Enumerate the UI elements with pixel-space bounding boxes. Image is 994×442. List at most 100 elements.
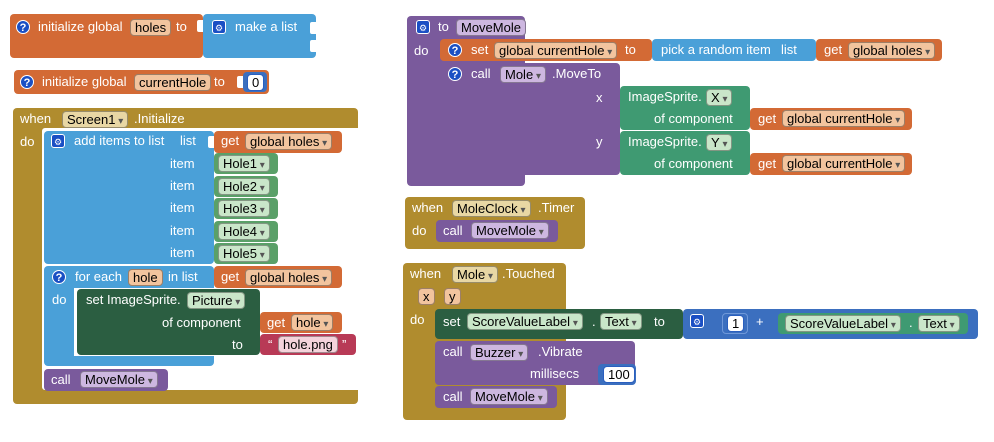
do-label: do	[52, 292, 67, 307]
mutator-gear-icon[interactable]: ⚙	[212, 20, 226, 34]
add-items-label: add items to list	[74, 133, 165, 148]
set-label: set	[443, 314, 461, 329]
dot-label: .	[909, 315, 913, 330]
set-label: set	[471, 42, 489, 57]
of-component-label: of component	[654, 156, 733, 171]
mutator-gear-icon[interactable]: ⚙	[51, 134, 65, 148]
variable-dropdown[interactable]: hole	[291, 314, 334, 331]
pick-random-item-block[interactable]	[652, 39, 816, 61]
item-label: item	[170, 178, 195, 193]
item-label: item	[170, 200, 195, 215]
property-dropdown[interactable]: Picture	[187, 292, 246, 309]
do-label: do	[414, 43, 429, 58]
param-x-field[interactable]: x	[418, 288, 435, 305]
do-label: do	[412, 223, 427, 238]
to-label: to	[654, 314, 665, 329]
help-icon[interactable]: ?	[448, 67, 462, 81]
item-label: item	[170, 223, 195, 238]
in-list-label: in list	[168, 269, 198, 284]
add-items-to-list-block[interactable]	[44, 131, 214, 264]
imagesprite-label: ImageSprite.	[628, 134, 702, 149]
param-y-field[interactable]: y	[444, 288, 461, 305]
number-field[interactable]: 1	[727, 315, 745, 332]
get-label: get	[824, 42, 843, 57]
component-dropdown[interactable]: ScoreValueLabel	[785, 315, 901, 332]
component-dropdown[interactable]: Mole	[500, 66, 546, 83]
mutator-gear-icon[interactable]: ⚙	[690, 314, 704, 328]
procedure-dropdown[interactable]: MoveMole	[80, 371, 158, 388]
property-dropdown[interactable]: X	[706, 89, 733, 106]
procedure-name-field[interactable]: MoveMole	[456, 19, 526, 36]
socket-notch	[237, 76, 243, 88]
method-label: .MoveTo	[552, 66, 602, 81]
text-field[interactable]: hole.png	[278, 336, 338, 353]
quote-open: “	[268, 337, 273, 352]
to-label: to	[176, 19, 187, 34]
y-label: y	[596, 134, 603, 149]
of-component-label: of component	[654, 111, 733, 126]
event-label: .Touched	[502, 266, 555, 281]
item-label: item	[170, 245, 195, 260]
variable-dropdown[interactable]: global holes	[848, 42, 936, 59]
variable-dropdown[interactable]: global holes	[245, 133, 333, 150]
call-label: call	[471, 66, 491, 81]
call-label: call	[443, 344, 463, 359]
event-label: .Initialize	[134, 111, 185, 126]
when-label: when	[412, 200, 444, 215]
get-label: get	[221, 133, 240, 148]
init-global-label: initialize global	[42, 74, 127, 89]
component-dropdown[interactable]: Hole5	[218, 245, 270, 262]
set-imagesprite-label: set ImageSprite.	[86, 292, 181, 307]
variable-name-field[interactable]: holes	[130, 19, 172, 36]
property-dropdown[interactable]: Text	[918, 315, 960, 332]
component-dropdown[interactable]: Buzzer	[470, 344, 529, 361]
method-label: .Vibrate	[538, 344, 583, 359]
quote-close: ”	[342, 337, 347, 352]
pick-random-label: pick a random item	[661, 42, 771, 57]
millisecs-label: millisecs	[530, 366, 580, 381]
variable-dropdown[interactable]: global currentHole	[494, 42, 618, 59]
event-label: .Timer	[538, 200, 575, 215]
call-label: call	[51, 372, 71, 387]
call-label: call	[443, 389, 463, 404]
property-dropdown[interactable]: Y	[706, 134, 733, 151]
variable-dropdown[interactable]: global holes	[245, 269, 333, 286]
when-label: when	[410, 266, 442, 281]
component-dropdown[interactable]: ScoreValueLabel	[467, 313, 583, 330]
component-dropdown[interactable]: Hole2	[218, 178, 270, 195]
mutator-gear-icon[interactable]: ⚙	[416, 20, 430, 34]
component-dropdown[interactable]: Hole4	[218, 223, 270, 240]
init-global-label: initialize global	[38, 19, 123, 34]
help-icon[interactable]: ?	[448, 43, 462, 57]
variable-dropdown[interactable]: global currentHole	[782, 155, 906, 172]
imagesprite-label: ImageSprite.	[628, 89, 702, 104]
to-label: to	[625, 42, 636, 57]
for-each-label: for each	[75, 269, 122, 284]
component-dropdown[interactable]: Mole	[452, 266, 498, 283]
x-label: x	[596, 90, 603, 105]
socket-notch	[310, 22, 316, 34]
help-icon[interactable]: ?	[20, 75, 34, 89]
do-label: do	[20, 134, 35, 149]
get-label: get	[758, 111, 777, 126]
procedure-dropdown[interactable]: MoveMole	[471, 222, 549, 239]
component-dropdown[interactable]: Hole1	[218, 155, 270, 172]
plus-operator: +	[756, 314, 764, 329]
to-label: to	[214, 74, 225, 89]
variable-dropdown[interactable]: global currentHole	[782, 110, 906, 127]
loop-variable-field[interactable]: hole	[128, 269, 163, 286]
component-dropdown[interactable]: MoleClock	[452, 200, 531, 217]
component-dropdown[interactable]: Screen1	[62, 111, 129, 128]
help-icon[interactable]: ?	[52, 270, 66, 284]
variable-name-field[interactable]: currentHole	[134, 74, 212, 91]
get-label: get	[221, 269, 240, 284]
number-field[interactable]: 100	[603, 366, 635, 383]
property-dropdown[interactable]: Text	[600, 313, 642, 330]
procedure-dropdown[interactable]: MoveMole	[470, 388, 548, 405]
help-icon[interactable]: ?	[16, 20, 30, 34]
socket-notch	[197, 20, 203, 32]
number-field[interactable]: 0	[247, 74, 265, 91]
component-dropdown[interactable]: Hole3	[218, 200, 270, 217]
list-label: list	[781, 42, 797, 57]
get-label: get	[267, 315, 286, 330]
